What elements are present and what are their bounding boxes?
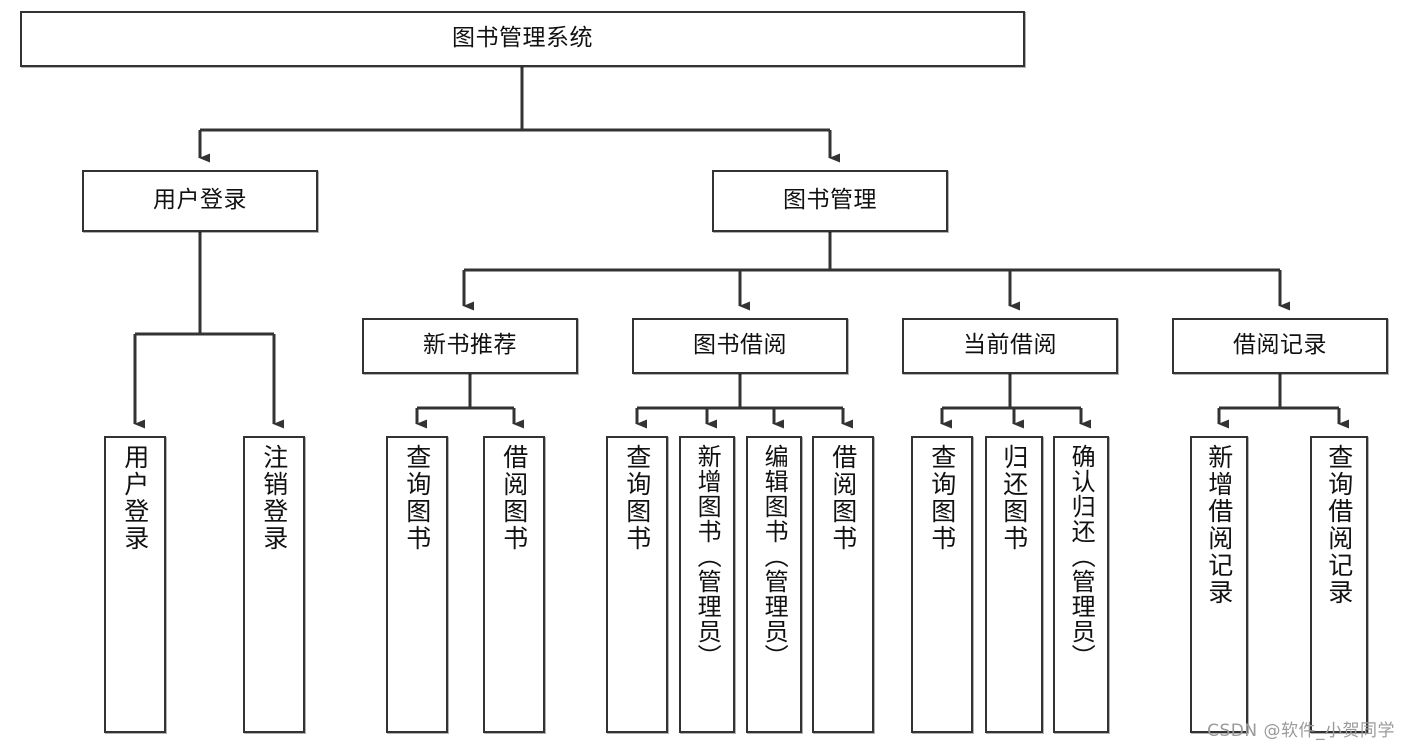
node-current-borrow[interactable]: 当前借阅 bbox=[902, 318, 1118, 374]
node-book-borrow-label: 图书借阅 bbox=[693, 332, 787, 359]
node-book-manage-label: 图书管理 bbox=[783, 187, 877, 214]
node-user-login[interactable]: 用户登录 bbox=[82, 170, 318, 232]
node-leaf-edit-book-label: 编辑图书（管理员） bbox=[760, 444, 789, 669]
node-root-label: 图书管理系统 bbox=[452, 25, 593, 52]
node-leaf-return-book[interactable]: 归还图书 bbox=[985, 436, 1043, 733]
node-current-borrow-label: 当前借阅 bbox=[963, 332, 1057, 359]
node-leaf-query-book-3[interactable]: 查询图书 bbox=[911, 436, 973, 733]
node-root[interactable]: 图书管理系统 bbox=[20, 11, 1025, 67]
node-leaf-add-record-label: 新增借阅记录 bbox=[1204, 444, 1234, 606]
node-leaf-logout[interactable]: 注销登录 bbox=[243, 436, 305, 733]
watermark-text: CSDN @软件_小贺同学 bbox=[1207, 721, 1395, 741]
node-book-borrow[interactable]: 图书借阅 bbox=[632, 318, 848, 374]
node-leaf-query-book-1-label: 查询图书 bbox=[402, 444, 432, 552]
node-new-book-rec[interactable]: 新书推荐 bbox=[362, 318, 578, 374]
node-leaf-add-book-label: 新增图书（管理员） bbox=[693, 444, 722, 669]
node-leaf-query-book-1[interactable]: 查询图书 bbox=[386, 436, 448, 733]
node-leaf-query-book-3-label: 查询图书 bbox=[927, 444, 957, 552]
node-borrow-record-label: 借阅记录 bbox=[1233, 332, 1327, 359]
node-leaf-borrow-book-1-label: 借阅图书 bbox=[499, 444, 529, 552]
node-book-manage[interactable]: 图书管理 bbox=[712, 170, 948, 232]
node-leaf-query-book-2-label: 查询图书 bbox=[622, 444, 652, 552]
node-user-login-label: 用户登录 bbox=[153, 187, 247, 214]
node-leaf-add-book[interactable]: 新增图书（管理员） bbox=[679, 436, 735, 733]
node-leaf-add-record[interactable]: 新增借阅记录 bbox=[1190, 436, 1248, 733]
node-leaf-logout-label: 注销登录 bbox=[259, 444, 289, 552]
node-leaf-borrow-book-2[interactable]: 借阅图书 bbox=[812, 436, 874, 733]
node-new-book-rec-label: 新书推荐 bbox=[423, 332, 517, 359]
node-leaf-edit-book[interactable]: 编辑图书（管理员） bbox=[746, 436, 802, 733]
node-leaf-borrow-book-2-label: 借阅图书 bbox=[828, 444, 858, 552]
node-leaf-confirm-return-label: 确认归还（管理员） bbox=[1067, 444, 1096, 669]
node-leaf-query-record[interactable]: 查询借阅记录 bbox=[1310, 436, 1368, 733]
node-leaf-borrow-book-1[interactable]: 借阅图书 bbox=[483, 436, 545, 733]
node-leaf-query-record-label: 查询借阅记录 bbox=[1324, 444, 1354, 606]
node-leaf-query-book-2[interactable]: 查询图书 bbox=[606, 436, 668, 733]
node-leaf-user-login[interactable]: 用户登录 bbox=[104, 436, 166, 733]
node-leaf-confirm-return[interactable]: 确认归还（管理员） bbox=[1053, 436, 1109, 733]
node-leaf-user-login-label: 用户登录 bbox=[120, 444, 150, 552]
node-borrow-record[interactable]: 借阅记录 bbox=[1172, 318, 1388, 374]
node-leaf-return-book-label: 归还图书 bbox=[999, 444, 1029, 552]
